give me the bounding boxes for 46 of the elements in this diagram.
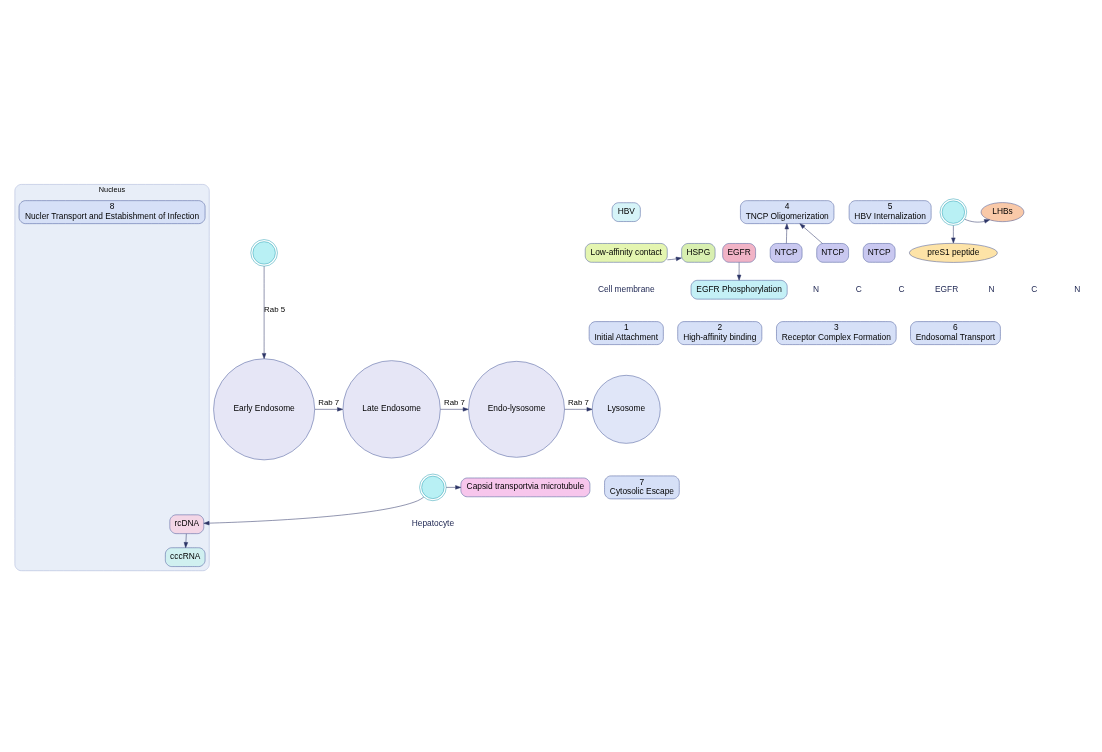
label: C — [1031, 283, 1038, 294]
node-box: 1 Initial Attachment — [588, 320, 664, 345]
label: N — [812, 283, 819, 294]
arrow — [314, 406, 343, 411]
node-box: 8 Nucler Transport and Estabishment of Infection — [18, 199, 206, 224]
node-box: NTCP — [769, 242, 803, 263]
node-box: NTCP — [816, 242, 849, 263]
arrow — [203, 496, 424, 525]
node-circle: Early Endosome — [213, 358, 315, 460]
arrow — [446, 484, 462, 489]
label: EGFR — [934, 283, 959, 294]
node-box: 3 Receptor Complex Formation — [776, 320, 897, 345]
node-box: 6 Endosomal Transport — [910, 320, 1001, 345]
arrow — [564, 406, 593, 411]
label: Cell membrane — [597, 283, 655, 294]
node-box: EGFR Phosphorylation — [690, 279, 788, 299]
node-circle: Lysosome — [591, 374, 661, 444]
node-box: 2 High-affinity binding — [677, 320, 763, 345]
node-box: Low-affinity contact — [584, 242, 668, 263]
arrow — [951, 224, 956, 243]
label: N — [1074, 283, 1081, 294]
arrow — [784, 222, 789, 244]
node-box: Capsid transportvia microtubule — [460, 477, 591, 497]
arrow — [440, 406, 469, 411]
arrow — [667, 256, 682, 261]
node-circle: Late Endosome — [342, 359, 441, 458]
arrow — [262, 265, 267, 359]
node-box: HBV — [611, 201, 641, 222]
node-box: HSPG — [681, 242, 716, 263]
node-box: NTCP — [862, 242, 896, 263]
label: C — [898, 283, 905, 294]
label: N — [988, 283, 995, 294]
arrow — [737, 261, 742, 281]
label: Hepatocyte — [411, 517, 455, 528]
node-box: 7 Cytosolic Escape — [604, 475, 680, 499]
node-circle: Endo-lysosome — [468, 360, 565, 458]
node-box: rcDNA — [169, 514, 205, 534]
node-box: EGFR — [722, 242, 756, 263]
label: C — [855, 283, 862, 294]
node-ellipse: preS1 peptide — [909, 242, 998, 263]
node-box: 4 TNCP Oligomerization — [740, 199, 835, 224]
arrow — [183, 533, 188, 548]
arrow — [964, 218, 990, 223]
node-box: 5 HBV Internalization — [848, 199, 932, 224]
node-box: cccRNA — [165, 547, 206, 567]
arrow — [799, 222, 823, 244]
